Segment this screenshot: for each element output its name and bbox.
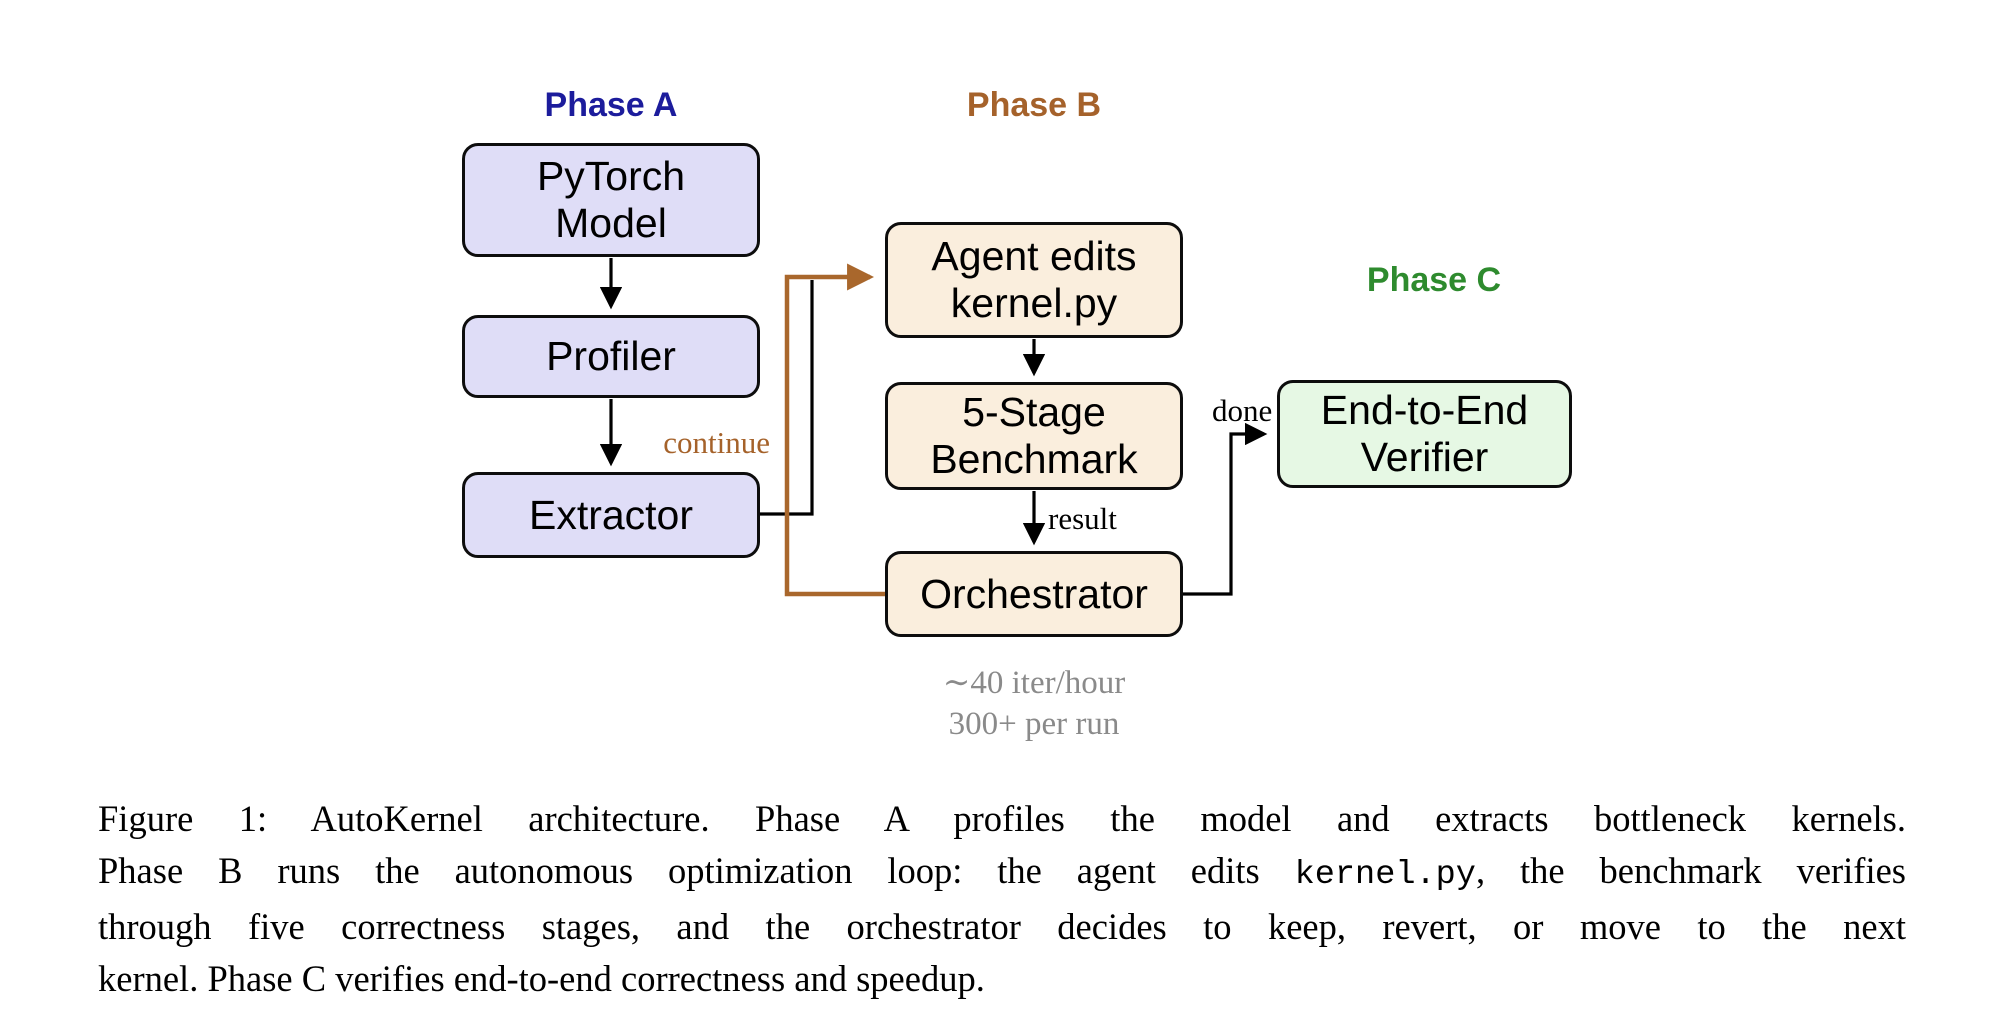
five-stage-benchmark-box: 5-Stage Benchmark xyxy=(885,382,1183,490)
profiler-label: Profiler xyxy=(546,333,676,379)
agent-edits-kernel-label: Agent edits kernel.py xyxy=(931,233,1137,326)
caption-line-3: through five correctness stages, and the… xyxy=(98,901,1906,953)
profiler-box: Profiler xyxy=(462,315,760,398)
orchestrator-label: Orchestrator xyxy=(920,570,1148,617)
agent-edits-kernel-box: Agent edits kernel.py xyxy=(885,222,1183,338)
end-to-end-verifier-label: End-to-End Verifier xyxy=(1320,387,1529,480)
five-stage-benchmark-label: 5-Stage Benchmark xyxy=(930,389,1138,482)
iterations-per-run-text: 300+ per run xyxy=(948,706,1120,742)
caption-line-1-text: Figure 1: AutoKernel architecture. Phase… xyxy=(98,798,1906,839)
phase-a-label: Phase A xyxy=(544,86,678,124)
caption-line-3-text: through five correctness stages, and the… xyxy=(98,906,1906,947)
phase-b-label: Phase B xyxy=(966,86,1102,124)
extractor-box: Extractor xyxy=(462,472,760,558)
caption-kernel-py-code: kernel.py xyxy=(1294,856,1476,894)
edge-orchestrator-continue-loop xyxy=(784,263,888,597)
end-to-end-verifier-box: End-to-End Verifier xyxy=(1277,380,1572,488)
caption-line-2-pre: Phase B runs the autonomous optimization… xyxy=(98,850,1295,891)
result-edge-label: result xyxy=(1048,501,1117,536)
edge-orchestrator-to-verifier xyxy=(1183,422,1268,596)
edge-extractor-to-agent xyxy=(760,280,814,516)
phase-c-label: Phase C xyxy=(1366,261,1502,299)
caption-line-2-post: , the benchmark verifies xyxy=(1475,850,1907,891)
figure-caption: Figure 1: AutoKernel architecture. Phase… xyxy=(98,793,1906,1005)
orchestrator-box: Orchestrator xyxy=(885,551,1183,637)
caption-line-1: Figure 1: AutoKernel architecture. Phase… xyxy=(98,793,1906,845)
pytorch-model-box: PyTorch Model xyxy=(462,143,760,257)
caption-line-4-text: kernel. Phase C verifies end-to-end corr… xyxy=(98,958,985,999)
caption-line-4: kernel. Phase C verifies end-to-end corr… xyxy=(98,953,1906,1005)
done-edge-label: done xyxy=(1212,393,1273,428)
pytorch-model-label: PyTorch Model xyxy=(536,153,686,246)
throughput-stats: ∼40 iter/hour 300+ per run xyxy=(884,663,1184,745)
continue-edge-label: continue xyxy=(663,425,770,460)
caption-line-2: Phase B runs the autonomous optimization… xyxy=(98,845,1906,901)
extractor-label: Extractor xyxy=(528,491,694,538)
iterations-per-hour-text: ∼40 iter/hour xyxy=(942,665,1126,701)
